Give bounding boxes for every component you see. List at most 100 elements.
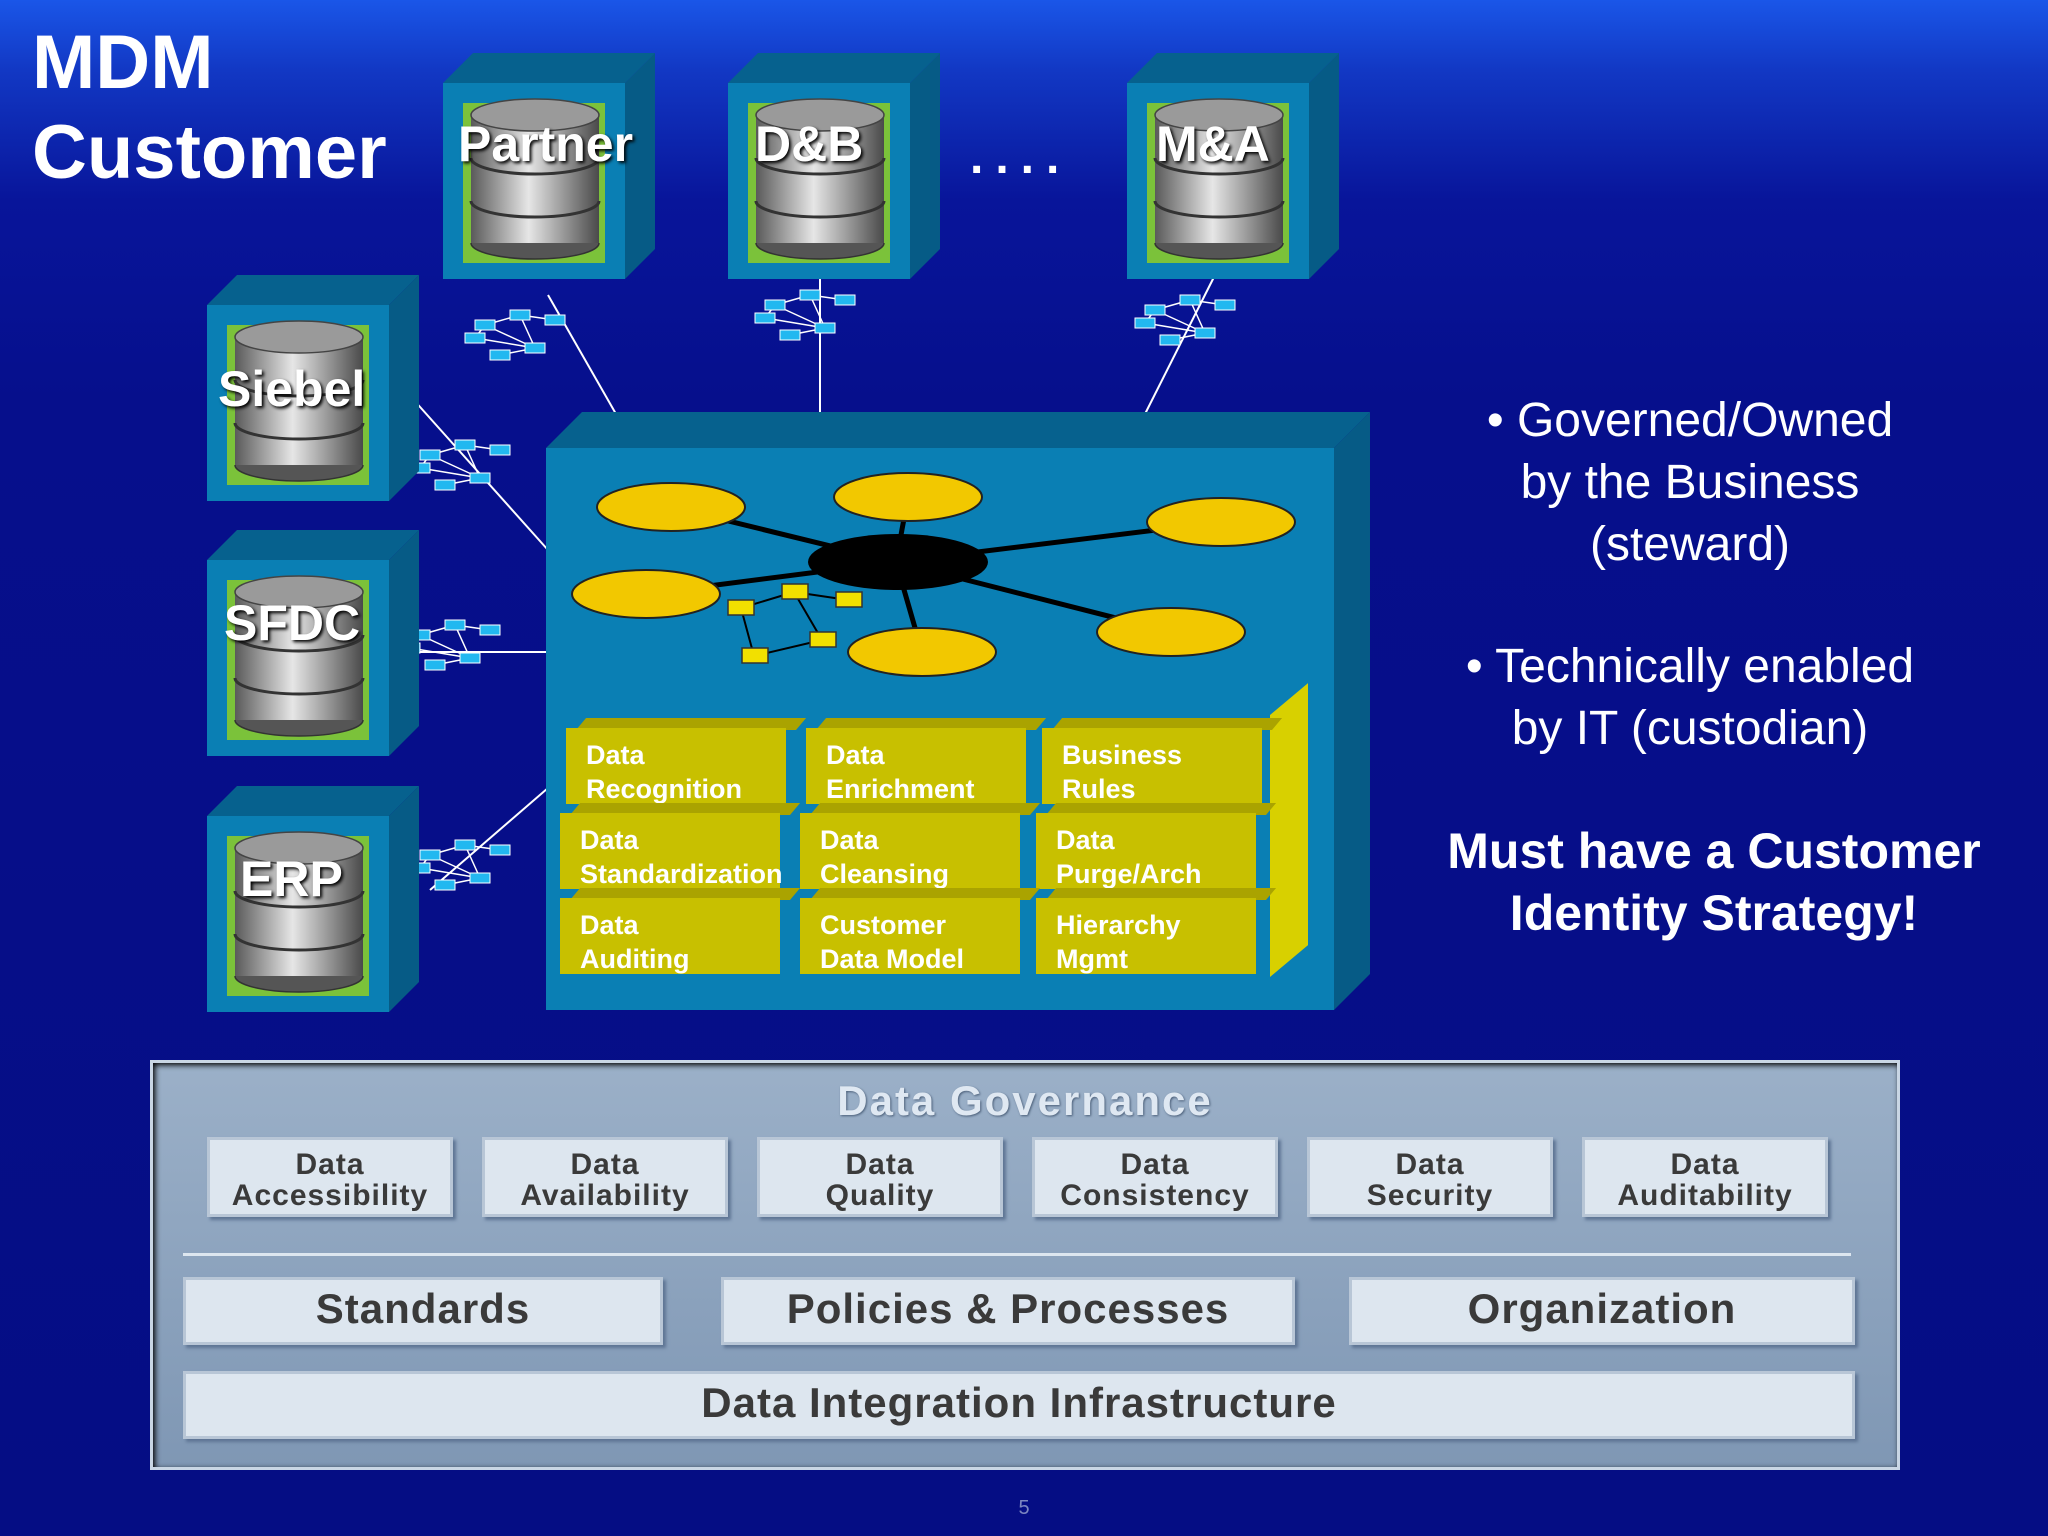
- service-label: Hierarchy Mgmt: [1056, 908, 1181, 976]
- bullet-governed-line-2: by the Business: [1520, 456, 1860, 509]
- service-block: Data Auditing: [560, 888, 801, 976]
- service-label-line-1: Data: [1056, 825, 1115, 855]
- dimension-line-2: Consistency: [1060, 1179, 1250, 1212]
- service-label: Data Recognition: [586, 738, 742, 806]
- service-label: Data Auditing: [580, 908, 689, 976]
- service-block-front: [800, 813, 1020, 889]
- db-cube-dnb: [728, 53, 940, 279]
- service-block-front: [1036, 898, 1256, 974]
- network-icon: [754, 289, 856, 341]
- services-side: [1270, 683, 1308, 977]
- service-label-line-1: Data: [586, 740, 645, 770]
- emphasis-statement: Must have a Customer Identity Strategy!: [1414, 820, 2014, 944]
- bullet-technical: • Technically enabled by IT (custodian): [1410, 636, 1970, 760]
- hub-node: [847, 627, 997, 677]
- source-label-partner: Partner: [458, 116, 634, 172]
- service-label-line-2: Recognition: [586, 774, 742, 804]
- data-integration-infrastructure: Data Integration Infrastructure: [183, 1371, 1855, 1439]
- service-label-line-2: Purge/Arch: [1056, 859, 1202, 889]
- more-sources-ellipsis: ....: [970, 131, 1072, 184]
- db-cube-erp: [207, 786, 419, 1012]
- service-label: Customer Data Model: [820, 908, 964, 976]
- emphasis-line-2: Identity Strategy!: [1509, 885, 1919, 941]
- dimension-line-1: Data: [1670, 1148, 1740, 1181]
- service-block: Data Enrichment: [806, 718, 1047, 806]
- service-label: Data Cleansing: [820, 823, 949, 891]
- emphasis-line-1: Must have a Customer: [1447, 823, 1981, 879]
- bullet-governed-line-1: • Governed/Owned: [1486, 394, 1894, 447]
- source-label-siebel: Siebel: [218, 361, 366, 417]
- slide-title: MDM Customer: [32, 18, 387, 198]
- hub-node: [596, 482, 746, 532]
- hub-node: [1146, 497, 1296, 547]
- service-block: Data Cleansing: [800, 803, 1041, 891]
- bullet-governed-line-3: (steward): [1589, 518, 1791, 571]
- dimension-line-2: Quality: [825, 1179, 935, 1212]
- db-cube-sfdc: [207, 530, 419, 756]
- pillar-standards: Standards: [183, 1277, 663, 1345]
- service-label-line-2: Rules: [1062, 774, 1136, 804]
- source-label-sfdc: SFDC: [224, 595, 361, 651]
- dimension-line-1: Data: [845, 1148, 915, 1181]
- service-label: Data Standardization: [580, 823, 783, 891]
- service-label-line-2: Cleansing: [820, 859, 950, 889]
- data-governance-title: Data Governance: [837, 1077, 1213, 1124]
- hub-node: [571, 569, 721, 619]
- service-label-line-2: Mgmt: [1056, 944, 1128, 974]
- pillar-policies-processes: Policies & Processes: [721, 1277, 1295, 1345]
- network-icon: [1134, 294, 1236, 346]
- service-block-front: [560, 898, 780, 974]
- hub-core: [808, 534, 988, 590]
- connector-partner: [547, 294, 617, 415]
- service-block-front: [1036, 813, 1256, 889]
- bullet-governed: • Governed/Owned by the Business (stewar…: [1410, 390, 1970, 576]
- network-icon: [464, 309, 566, 361]
- service-block-front: [566, 728, 786, 804]
- bullet-technical-line-2: by IT (custodian): [1511, 702, 1869, 755]
- db-cube-mna: [1127, 53, 1339, 279]
- service-block: Data Recognition: [566, 718, 807, 806]
- service-label-line-1: Data: [826, 740, 885, 770]
- service-block: Business Rules: [1042, 718, 1283, 806]
- dimension-line-1: Data: [570, 1148, 640, 1181]
- network-icon: [409, 439, 511, 491]
- service-block: Customer Data Model: [800, 888, 1041, 976]
- service-label-line-1: Data: [580, 825, 639, 855]
- service-block: Hierarchy Mgmt: [1036, 888, 1277, 976]
- service-block: Data Standardization: [560, 803, 801, 891]
- dimension-line-1: Data: [1395, 1148, 1465, 1181]
- page-number: 5: [1018, 1497, 1030, 1519]
- service-label-line-2: Data Model: [820, 944, 965, 974]
- dimension-line-2: Availability: [520, 1179, 690, 1212]
- title-line-1: MDM: [32, 20, 214, 105]
- governance-divider: [183, 1253, 1851, 1256]
- service-label-line-1: Business: [1062, 740, 1183, 770]
- service-label-line-1: Hierarchy: [1056, 910, 1181, 940]
- dimension-line-1: Data: [295, 1148, 365, 1181]
- bullet-technical-line-1: • Technically enabled: [1465, 640, 1915, 693]
- hub-node: [833, 472, 983, 522]
- service-block-front: [806, 728, 1026, 804]
- service-label-line-2: Standardization: [580, 859, 783, 889]
- service-label-line-2: Auditing: [580, 944, 690, 974]
- source-label-mna: M&A: [1156, 116, 1270, 172]
- service-block-front: [800, 898, 1020, 974]
- service-block-front: [1042, 728, 1262, 804]
- service-label: Business Rules: [1062, 738, 1182, 806]
- source-label-erp: ERP: [240, 851, 343, 907]
- dimension-line-2: Auditability: [1617, 1179, 1793, 1212]
- service-block: Data Purge/Arch: [1036, 803, 1277, 889]
- service-label: Data Enrichment: [826, 738, 975, 806]
- dimension-line-2: Accessibility: [231, 1179, 429, 1212]
- title-line-2: Customer: [32, 110, 387, 195]
- network-icon: [409, 839, 511, 891]
